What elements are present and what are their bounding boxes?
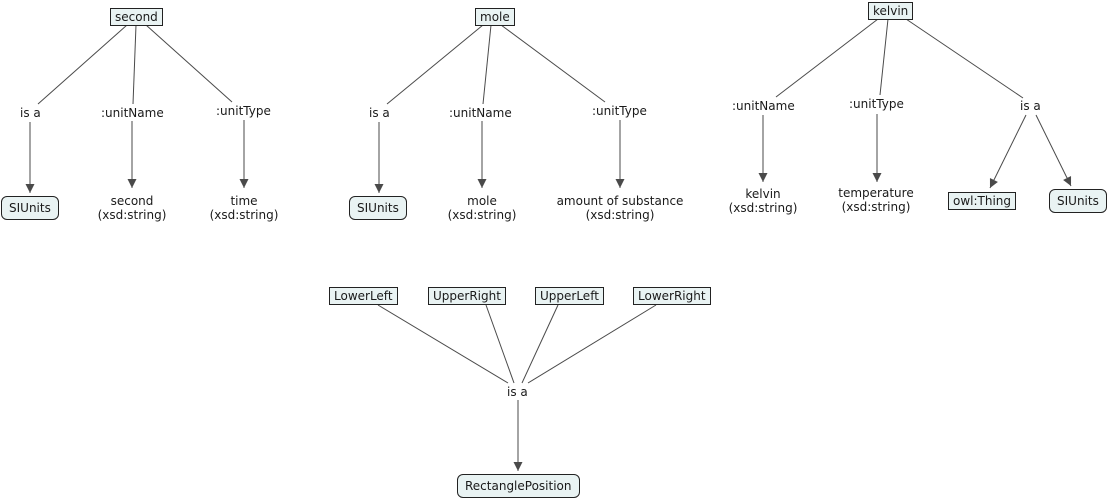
literal-type: (xsd:string) — [447, 208, 517, 222]
label-unitname: :unitName — [447, 106, 514, 120]
label-unittype: :unitType — [590, 104, 649, 118]
edge-upperleft-isa — [521, 304, 559, 384]
node-siunits[interactable]: SIUnits — [349, 196, 407, 220]
literal-value: temperature — [838, 186, 914, 200]
label-unittype: :unitType — [847, 97, 906, 111]
edge-lowerleft-isa — [377, 304, 509, 384]
node-lowerleft[interactable]: LowerLeft — [329, 287, 398, 305]
node-second[interactable]: second — [110, 8, 163, 26]
node-mole[interactable]: mole — [475, 8, 515, 26]
literal-type: (xsd:string) — [585, 208, 655, 222]
arrow-kelvin-isa-siunits — [1035, 114, 1072, 187]
arrow-kelvin-isa-owlthing — [989, 114, 1027, 189]
literal-type: (xsd:string) — [728, 201, 798, 215]
literal-kelvin: kelvin (xsd:string) — [723, 187, 803, 215]
edge-lowerright-isa — [527, 304, 657, 384]
literal-second: second (xsd:string) — [92, 194, 172, 222]
edge-mole-isa — [386, 24, 484, 105]
literal-temperature: temperature (xsd:string) — [832, 186, 920, 214]
edge-second-unittype — [145, 24, 233, 103]
edge-kelvin-isa — [905, 18, 1024, 99]
literal-value: amount of substance — [556, 194, 684, 208]
node-kelvin[interactable]: kelvin — [868, 2, 914, 20]
label-is-a: is a — [18, 106, 43, 120]
label-is-a: is a — [367, 106, 392, 120]
node-lowerright[interactable]: LowerRight — [633, 287, 711, 305]
node-upperleft[interactable]: UpperLeft — [535, 287, 604, 305]
literal-value: second — [110, 194, 154, 208]
edge-second-isa — [37, 24, 128, 105]
literal-value: time — [230, 194, 258, 208]
literal-value: kelvin — [745, 187, 781, 201]
label-unitname: :unitName — [99, 106, 166, 120]
edge-kelvin-unittype — [879, 18, 889, 96]
node-siunits[interactable]: SIUnits — [1049, 189, 1107, 213]
label-is-a: is a — [1018, 99, 1043, 113]
literal-type: (xsd:string) — [209, 208, 279, 222]
label-unittype: :unitType — [214, 104, 273, 118]
edge-second-unitname — [132, 24, 137, 105]
edge-kelvin-unitname — [775, 18, 879, 98]
literal-type: (xsd:string) — [97, 208, 167, 222]
literal-type: (xsd:string) — [841, 200, 911, 214]
literal-amount-of-substance: amount of substance (xsd:string) — [550, 194, 690, 222]
edge-mole-unitname — [482, 24, 492, 105]
node-owl-thing[interactable]: owl:Thing — [948, 192, 1017, 210]
node-upperright[interactable]: UpperRight — [428, 287, 506, 305]
edge-upperright-isa — [485, 304, 515, 384]
label-is-a: is a — [505, 385, 530, 399]
literal-time: time (xsd:string) — [204, 194, 284, 222]
literal-value: mole — [467, 194, 497, 208]
edge-mole-unittype — [500, 24, 606, 103]
label-unitname: :unitName — [730, 99, 797, 113]
node-rectangleposition[interactable]: RectanglePosition — [457, 474, 580, 498]
literal-mole: mole (xsd:string) — [442, 194, 522, 222]
node-siunits[interactable]: SIUnits — [1, 196, 59, 220]
